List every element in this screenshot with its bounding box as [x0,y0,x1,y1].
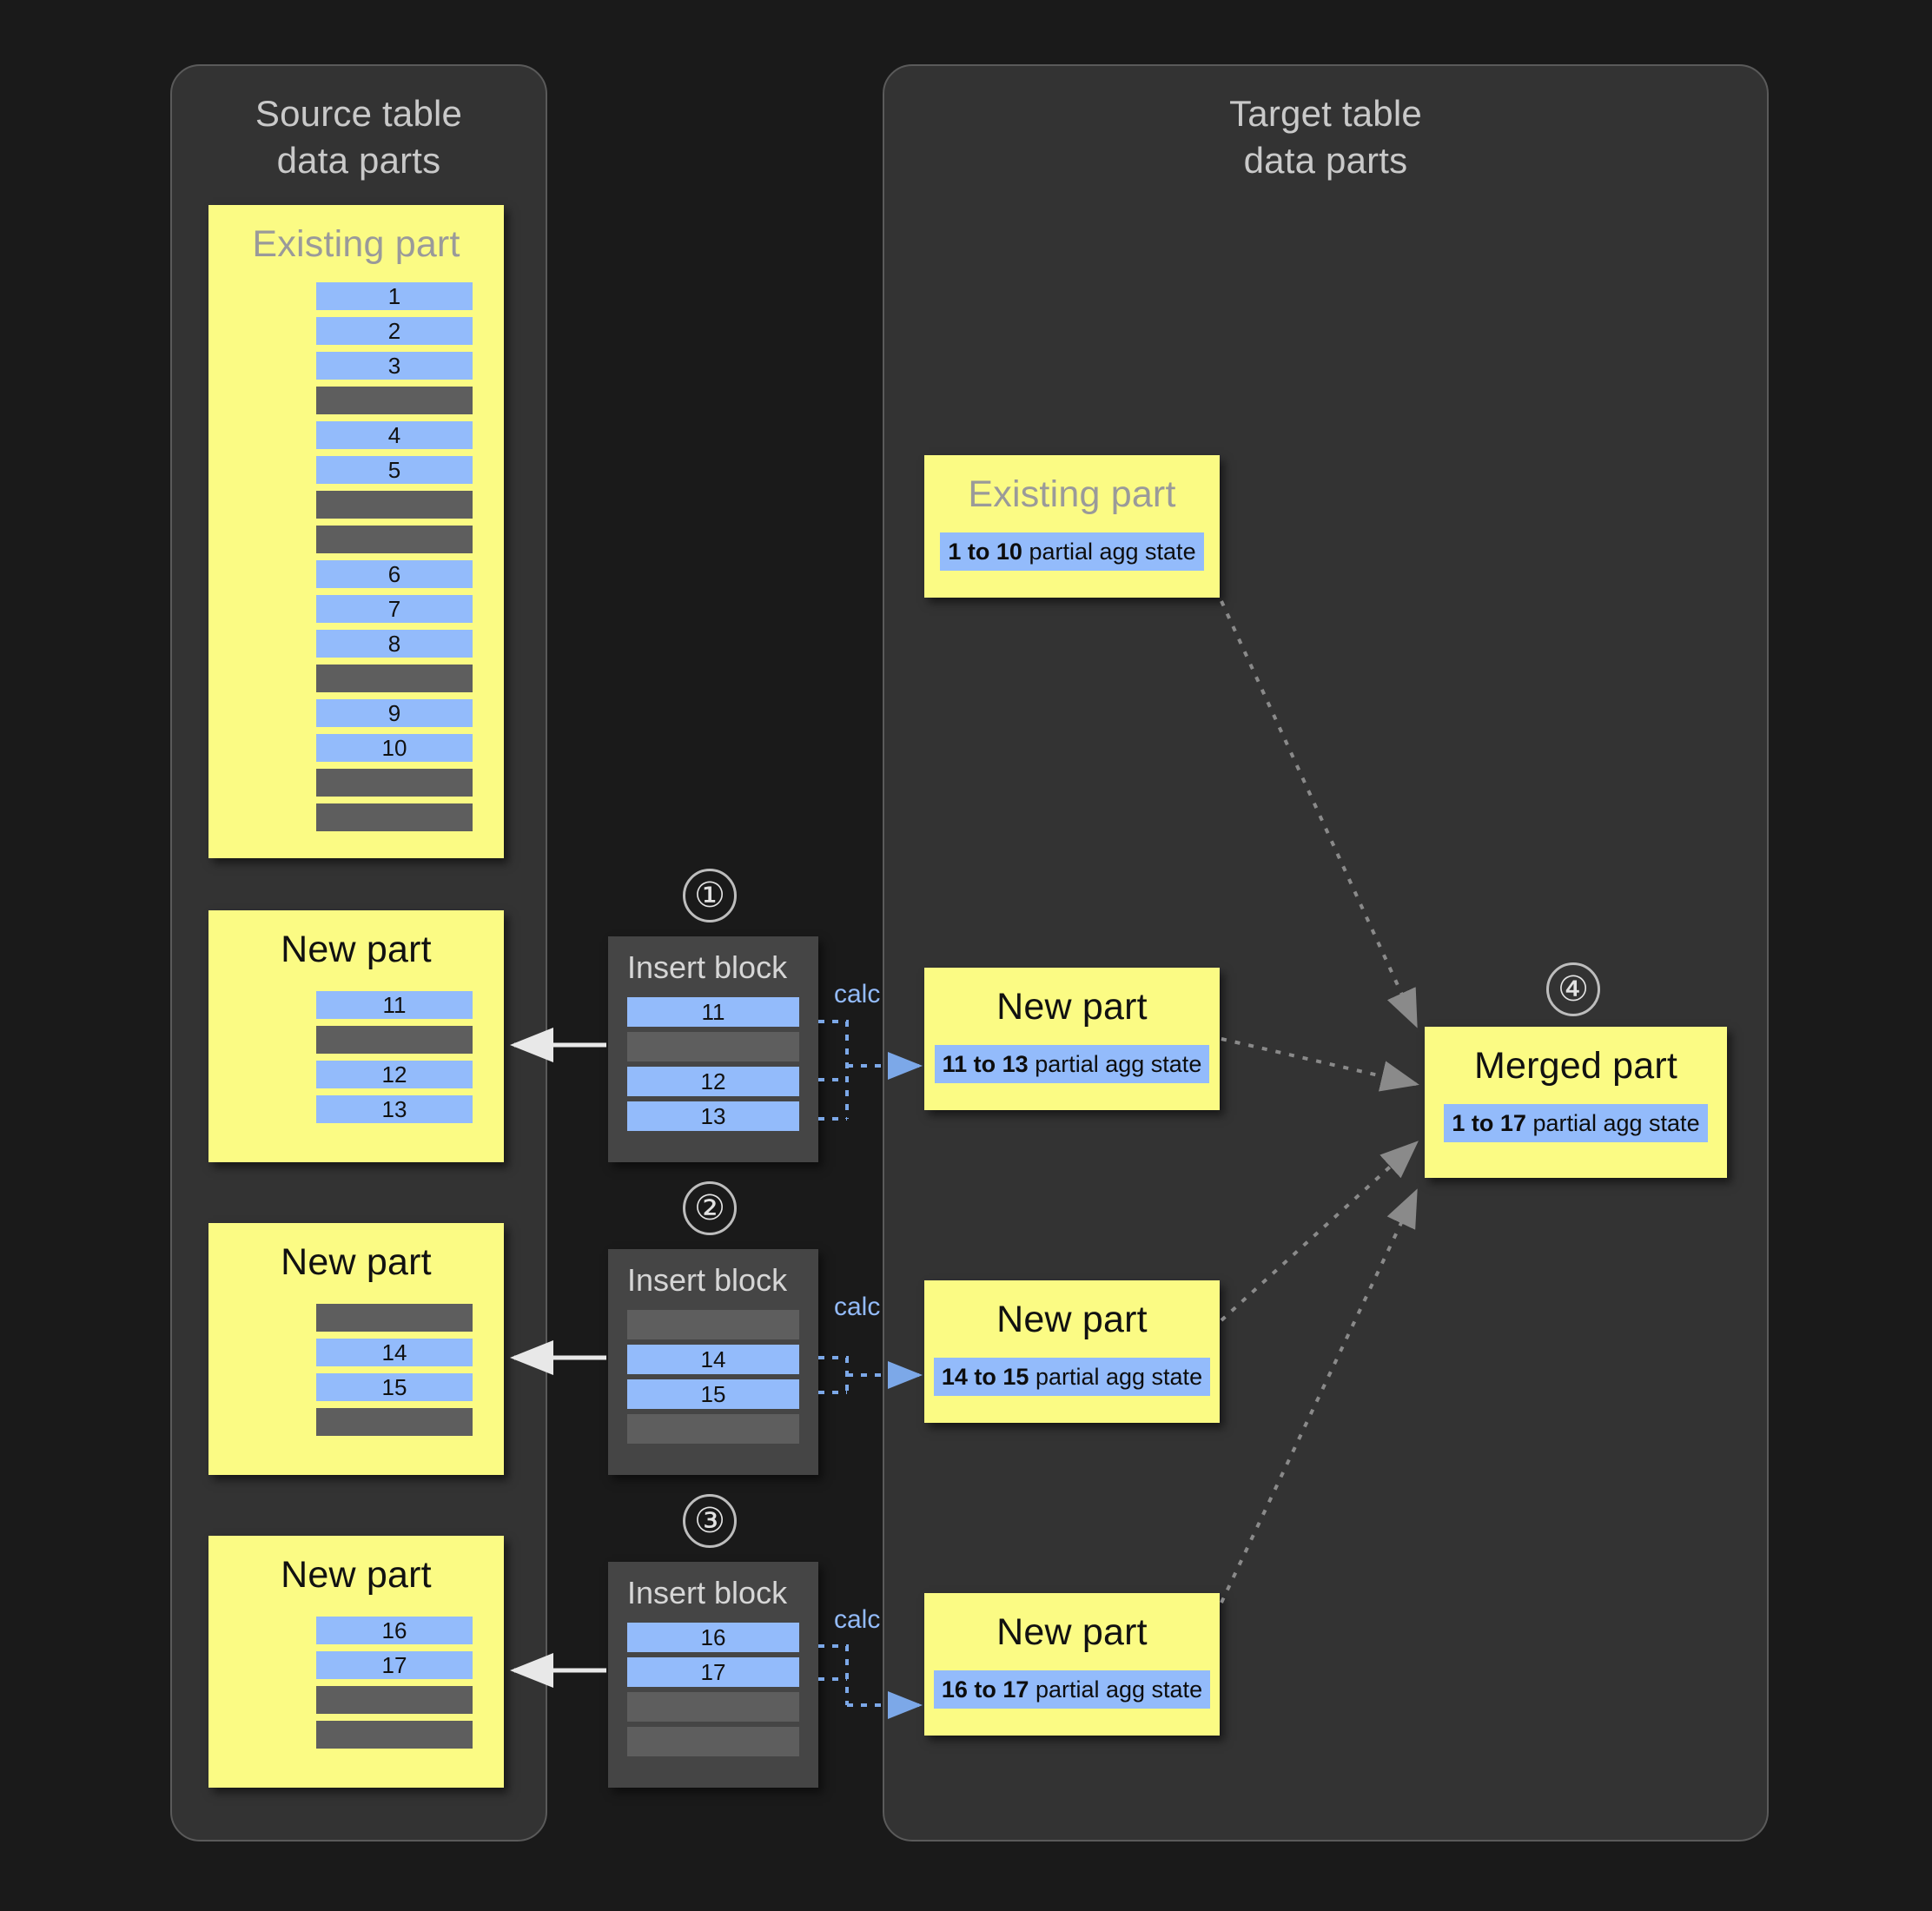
merged-part: Merged part 1 to 17 partial agg state [1425,1027,1727,1178]
calc-connectors-1 [818,1020,849,1121]
chip-range: 16 to 17 [941,1676,1029,1703]
target-existing-part-chip: 1 to 10 partial agg state [940,532,1204,572]
target-new-part-1: New part 11 to 13 partial agg state [924,968,1220,1110]
data-row-empty [316,769,473,797]
target-existing-part: Existing part 1 to 10 partial agg state [924,455,1220,598]
data-row: 5 [316,456,473,484]
insert-row: 17 [627,1657,799,1687]
data-row: 4 [316,421,473,449]
data-row-empty [316,387,473,414]
calc-label-2: calc [834,1293,881,1321]
source-new-part-2-title: New part [281,1241,432,1283]
chip-range: 14 to 15 [941,1364,1029,1390]
chip-text: partial agg state [1029,1676,1203,1703]
target-new-part-1-title: New part [996,986,1148,1028]
data-row: 9 [316,699,473,727]
target-new-part-1-chip: 11 to 13 partial agg state [934,1045,1210,1084]
data-row-empty [316,491,473,519]
data-row: 7 [316,595,473,623]
data-row: 1 [316,282,473,310]
insert-row-empty [627,1414,799,1444]
data-row: 12 [316,1061,473,1088]
target-new-part-3: New part 16 to 17 partial agg state [924,1593,1220,1736]
source-new-part-3-title: New part [281,1554,432,1596]
source-new-part-1: New part 11 12 13 [208,910,504,1162]
data-row-empty [316,1686,473,1714]
insert-row-empty [627,1692,799,1722]
data-row-empty [316,526,473,553]
step-badge-2: ② [683,1181,737,1235]
chip-text: partial agg state [1525,1110,1700,1136]
data-row-empty [316,1408,473,1436]
data-row-empty [316,665,473,692]
target-new-part-2: New part 14 to 15 partial agg state [924,1280,1220,1423]
data-row: 3 [316,352,473,380]
data-row: 6 [316,560,473,588]
target-new-part-3-title: New part [996,1611,1148,1653]
source-new-part-2: New part 14 15 [208,1223,504,1475]
insert-row-empty [627,1310,799,1339]
data-row-empty [316,803,473,831]
data-row: 10 [316,734,473,762]
calc-connectors-2 [818,1356,849,1394]
step-badge-3: ③ [683,1494,737,1548]
target-existing-part-title: Existing part [968,473,1176,515]
step-badge-4: ④ [1546,962,1600,1016]
data-row: 13 [316,1095,473,1123]
target-new-part-2-title: New part [996,1299,1148,1340]
calc-label-1: calc [834,980,881,1008]
chip-range: 1 to 10 [948,539,1022,565]
insert-row: 11 [627,997,799,1027]
insert-block-2: Insert block 14 15 [608,1249,818,1475]
step-badge-1: ① [683,869,737,922]
target-new-part-3-chip: 16 to 17 partial agg state [933,1670,1211,1709]
chip-text: partial agg state [1029,1364,1203,1390]
source-existing-part: Existing part 1 2 3 4 5 6 7 8 9 10 [208,205,504,858]
insert-row-empty [627,1032,799,1061]
data-row: 16 [316,1617,473,1644]
target-new-part-2-chip: 14 to 15 partial agg state [933,1358,1211,1397]
target-table-panel: Target table data parts [883,64,1769,1842]
data-row-empty [316,1721,473,1749]
insert-row: 16 [627,1623,799,1652]
data-row: 2 [316,317,473,345]
insert-row: 15 [627,1379,799,1409]
insert-row: 14 [627,1345,799,1374]
insert-block-3-title: Insert block [627,1575,788,1610]
insert-block-1-title: Insert block [627,949,788,985]
data-row: 11 [316,991,473,1019]
insert-block-3: Insert block 16 17 [608,1562,818,1788]
calc-label-3: calc [834,1605,881,1634]
data-row: 17 [316,1651,473,1679]
chip-text: partial agg state [1028,1051,1202,1077]
target-panel-title: Target table data parts [1229,93,1422,181]
source-existing-part-title: Existing part [252,223,460,265]
source-new-part-3: New part 16 17 [208,1536,504,1788]
data-row-empty [316,1304,473,1332]
chip-text: partial agg state [1022,539,1196,565]
merged-part-title: Merged part [1473,1045,1678,1087]
chip-range: 11 to 13 [942,1051,1029,1077]
source-new-part-1-title: New part [281,929,432,970]
data-row-empty [316,1026,473,1054]
merged-part-chip: 1 to 17 partial agg state [1444,1104,1708,1143]
data-row: 8 [316,630,473,658]
insert-row: 13 [627,1101,799,1131]
insert-row-empty [627,1727,799,1756]
insert-block-2-title: Insert block [627,1262,788,1298]
data-row: 14 [316,1339,473,1366]
insert-block-1: Insert block 11 12 13 [608,936,818,1162]
chip-range: 1 to 17 [1452,1110,1526,1136]
calc-connectors-3 [818,1644,849,1705]
insert-row: 12 [627,1067,799,1096]
source-panel-title: Source table data parts [255,93,463,181]
data-row: 15 [316,1373,473,1401]
